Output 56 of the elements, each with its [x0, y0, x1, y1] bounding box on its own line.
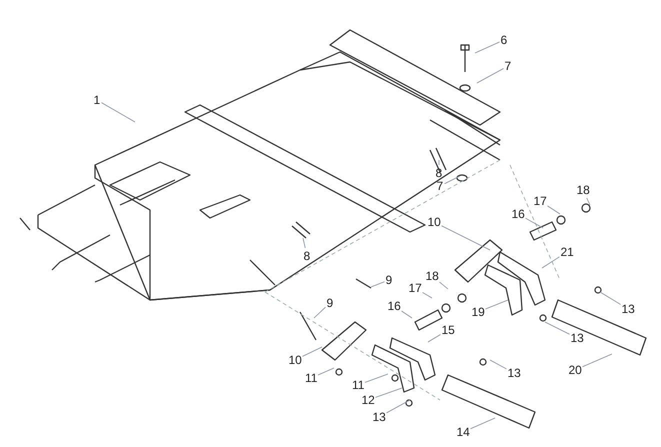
callout-number: 10 — [288, 353, 302, 367]
callout-number: 9 — [386, 273, 392, 287]
leader-line — [600, 292, 621, 305]
callout-number: 20 — [568, 363, 582, 377]
leader-line — [364, 374, 388, 383]
leader-line — [444, 176, 460, 184]
leader-line — [439, 282, 448, 290]
callout-number: 18 — [426, 269, 439, 283]
leader-line — [428, 334, 441, 342]
leader-line — [490, 360, 507, 370]
callout-number: 11 — [352, 378, 364, 392]
leader-line — [441, 225, 490, 250]
leader-line — [302, 346, 322, 357]
leader-line — [586, 198, 590, 206]
callout-number: 18 — [576, 183, 590, 197]
leader-line — [101, 102, 136, 122]
callout-number: 8 — [304, 249, 310, 263]
callout-number: 17 — [534, 194, 547, 208]
leader-line — [547, 205, 560, 214]
callout-number: 7 — [436, 179, 444, 193]
callout-number: 16 — [388, 299, 401, 313]
callout-number: 14 — [456, 425, 470, 439]
leader-line — [386, 400, 410, 414]
leader-line — [485, 300, 508, 310]
callout-number: 13 — [622, 302, 635, 316]
leader-line — [474, 42, 500, 54]
callout-number: 19 — [472, 305, 485, 319]
callout-number: 16 — [512, 207, 525, 221]
leader-line — [401, 310, 412, 318]
leader-line — [370, 281, 385, 288]
leader-line — [470, 418, 496, 430]
callout-number: 1 — [94, 93, 100, 107]
callout-number: 9 — [326, 296, 334, 310]
leader-line — [438, 160, 440, 166]
leader-line — [375, 388, 402, 398]
callout-number: 15 — [442, 323, 455, 337]
callout-number: 12 — [362, 393, 375, 407]
callout-number: 17 — [408, 281, 422, 295]
leader-line — [544, 322, 570, 335]
leader-line — [302, 238, 306, 248]
leader-line — [422, 292, 432, 298]
callout-number: 8 — [436, 166, 442, 180]
callout-number: 6 — [500, 33, 508, 47]
callout-number: 13 — [508, 366, 521, 380]
callout-number: 21 — [560, 245, 574, 259]
leader-line — [542, 256, 560, 268]
leader-line — [314, 306, 326, 318]
callout-number: 11 — [305, 371, 318, 385]
leader-line — [318, 368, 334, 376]
leader-line — [582, 354, 612, 368]
leader-line — [525, 218, 544, 228]
callout-number: 10 — [428, 215, 441, 229]
callout-number: 7 — [504, 59, 512, 73]
leader-line — [476, 68, 504, 84]
callout-number: 13 — [372, 410, 386, 424]
callout-number: 13 — [570, 331, 584, 345]
